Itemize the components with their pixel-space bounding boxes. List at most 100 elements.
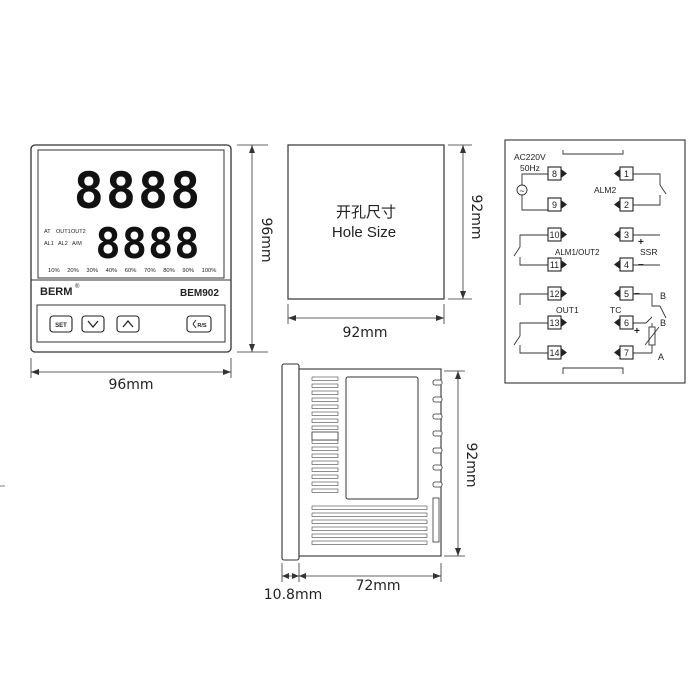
vent-slot <box>311 376 339 381</box>
side-label-window <box>345 376 419 500</box>
tc-label: TC <box>610 305 621 315</box>
vent-slot <box>311 446 339 451</box>
brand-registered-mark: ® <box>75 283 80 290</box>
indicator-out1: OUT1 <box>56 229 71 235</box>
terminal-number: 9 <box>552 200 557 210</box>
front-height-dimension: 96mm <box>237 144 274 353</box>
frequency-label: 50Hz <box>520 163 540 173</box>
side-depth-label: 72mm <box>355 578 400 594</box>
brand-logo: BERM <box>40 286 72 298</box>
vent-slot <box>311 439 339 444</box>
side-bezel-label: 10.8mm <box>264 587 322 603</box>
vent-slot <box>311 540 428 545</box>
bargraph-label: 10% <box>48 268 60 274</box>
terminal-number: 8 <box>552 169 557 179</box>
power-label: AC220V <box>514 152 546 162</box>
terminal-number: 5 <box>624 289 629 299</box>
cutout-width-dimension: 92mm <box>287 304 445 341</box>
bargraph-label: 20% <box>67 268 79 274</box>
up-button[interactable] <box>116 315 140 333</box>
arrow-left-icon <box>192 319 197 329</box>
vent-slot <box>311 467 339 472</box>
vent-slot <box>311 390 339 395</box>
side-view: 92mm 72mm 10.8mm <box>264 363 479 603</box>
terminal-number: 12 <box>549 289 559 299</box>
terminal-number: 3 <box>624 230 629 240</box>
indicator-am: A/M <box>72 241 82 247</box>
side-height-label: 92mm <box>463 442 479 487</box>
tc-minus-sign: − <box>634 289 640 300</box>
front-width-label: 96mm <box>108 377 153 393</box>
terminal-number: 10 <box>549 230 559 240</box>
terminal-number: 13 <box>549 318 559 328</box>
vent-slot <box>311 404 339 409</box>
terminal-number: 4 <box>624 260 629 270</box>
vent-slot <box>311 474 339 479</box>
terminal-left: 9 <box>547 197 567 212</box>
terminal-number: 7 <box>624 348 629 358</box>
alm2-label: ALM2 <box>594 185 616 195</box>
chevron-down-icon <box>87 320 99 329</box>
bargraph-label: 30% <box>86 268 98 274</box>
ssr-label: SSR <box>640 247 657 257</box>
side-clip <box>311 431 339 441</box>
vent-slot <box>311 453 339 458</box>
vent-slot <box>311 533 428 538</box>
terminal-tab <box>432 379 443 386</box>
terminal-number: 11 <box>550 260 559 270</box>
vent-slot <box>311 526 428 531</box>
display-bottom-digits: 8888 <box>95 219 200 268</box>
front-width-dimension: 96mm <box>30 358 232 393</box>
vent-slot <box>311 460 339 465</box>
terminal-left: 8 <box>547 166 567 181</box>
terminal-tab <box>432 447 443 454</box>
wiring-frame <box>504 139 686 384</box>
display-top-digits: 8888 <box>74 162 202 220</box>
terminal-right: 4 <box>614 257 634 272</box>
terminal-left: 11 <box>547 257 567 272</box>
terminal-right: 6 <box>614 315 634 330</box>
rtd-a-label: A <box>658 352 664 362</box>
chevron-up-icon <box>122 319 134 328</box>
vent-slot <box>311 425 339 430</box>
front-view: 8888 8888 AT OUT1 OUT2 AL1 AL2 A/M 10%20… <box>30 144 274 393</box>
model-label: BEM902 <box>180 288 219 299</box>
indicator-al1: AL1 <box>44 241 54 247</box>
terminal-right: 7 <box>614 345 634 360</box>
terminal-tab <box>432 464 443 471</box>
bargraph-label: 70% <box>144 268 156 274</box>
terminal-number: 2 <box>624 200 629 210</box>
alm1-out2-label: ALM1/OUT2 <box>555 248 600 257</box>
ssr-minus-sign: − <box>638 260 644 271</box>
vent-slot <box>311 411 339 416</box>
vent-slot <box>311 488 339 493</box>
bargraph-label: 100% <box>202 268 217 274</box>
terminal-tab <box>432 430 443 437</box>
terminal-left: 10 <box>547 227 567 242</box>
cutout-view: 开孔尺寸 Hole Size 92mm 92mm <box>287 144 484 341</box>
ssr-plus-sign: + <box>638 237 644 248</box>
terminal-tabs <box>432 379 443 488</box>
set-button[interactable]: SET <box>49 315 73 333</box>
side-height-dimension: 92mm <box>444 370 479 557</box>
front-height-label: 96mm <box>258 217 274 262</box>
rs-button[interactable]: R/S <box>186 315 212 333</box>
vent-slot <box>311 397 339 402</box>
terminal-number: 14 <box>549 348 559 358</box>
display-window <box>37 149 225 279</box>
vent-slot <box>311 418 339 423</box>
down-button[interactable] <box>81 315 105 333</box>
terminal-number: 6 <box>624 318 629 328</box>
terminal-right: 2 <box>614 197 634 212</box>
vent-slot <box>311 383 339 388</box>
cutout-height-dimension: 92mm <box>448 144 484 300</box>
rtd-b2-label: B <box>660 318 666 328</box>
indicator-out2: OUT2 <box>71 229 86 235</box>
terminal-left: 13 <box>547 315 567 330</box>
side-depth-dimension: 72mm 10.8mm <box>264 563 442 603</box>
cutout-title-cn: 开孔尺寸 <box>336 204 396 221</box>
bargraph-label: 40% <box>106 268 118 274</box>
